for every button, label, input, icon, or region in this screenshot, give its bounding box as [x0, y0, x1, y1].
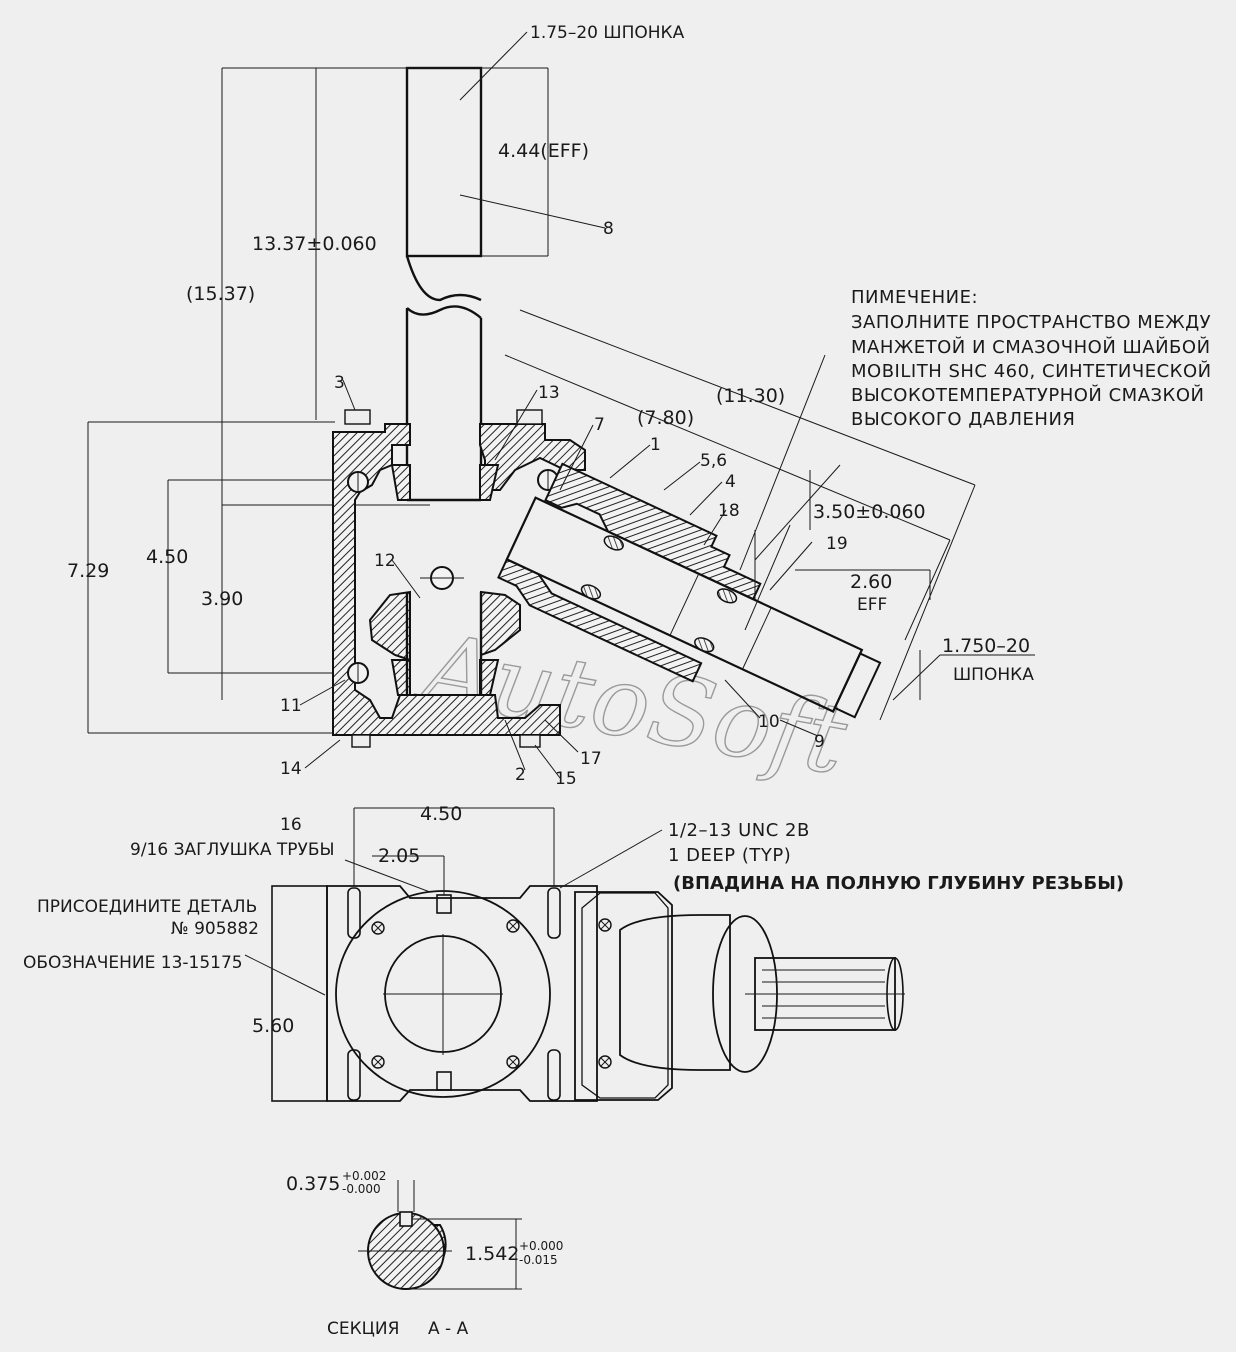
- label-dia-tol-dn: -0.015: [519, 1253, 558, 1267]
- label-dim-1337: 13.37±0.060: [252, 233, 377, 255]
- label-dim-1537: (15.37): [186, 283, 255, 305]
- inclined-housing: [497, 462, 882, 719]
- label-dim-205: 2.05: [378, 845, 420, 867]
- leader-lines: [299, 31, 819, 779]
- label-section-caption-2: A - A: [428, 1319, 469, 1339]
- label-dim-1130: (11.30): [716, 385, 785, 407]
- inclined-dimensions: [504, 309, 1035, 721]
- label-part12: 12: [374, 551, 396, 571]
- label-part16: 16: [280, 815, 302, 835]
- label-attach-2: № 905882: [171, 919, 259, 939]
- label-key-dim: 0.375: [286, 1173, 340, 1195]
- label-spline-top: 1.75–20 ШПОНКА: [530, 23, 685, 43]
- label-part19: 19: [826, 534, 848, 554]
- label-dim-560: 5.60: [252, 1015, 294, 1037]
- bevel-gear: [368, 590, 521, 695]
- label-designation: ОБОЗНАЧЕНИЕ 13-15175: [23, 953, 243, 973]
- note-line-6: ВЫСОКОГО ДАВЛЕНИЯ: [851, 409, 1075, 430]
- note-line-5: ВЫСОКОТЕМПЕРАТУРНОЙ СМАЗКОЙ: [851, 384, 1204, 406]
- label-part17: 17: [580, 749, 602, 769]
- label-dim-729: 7.29: [67, 560, 109, 582]
- label-section-caption-1: СЕКЦИЯ: [327, 1319, 399, 1339]
- label-dim-450: 4.50: [420, 803, 462, 825]
- label-part3: 3: [334, 373, 345, 393]
- label-key-tol-up: +0.002: [342, 1169, 386, 1183]
- label-thread-1: 1/2–13 UNC 2B: [668, 820, 810, 841]
- label-dim-450-v: 4.50: [146, 546, 188, 568]
- label-part7: 7: [594, 415, 605, 435]
- plan-dimensions: [244, 807, 663, 1101]
- label-key-tol-dn: -0.000: [342, 1182, 381, 1196]
- section-a-a: [358, 1180, 522, 1290]
- label-attach-1: ПРИСОЕДИНИТЕ ДЕТАЛЬ: [37, 897, 257, 917]
- label-pipe-plug: 9/16 ЗАГЛУШКА ТРУБЫ: [130, 840, 335, 860]
- label-part10: 10: [758, 712, 780, 732]
- note-line-3: МАНЖЕТОЙ И СМАЗОЧНОЙ ШАЙБОЙ: [851, 336, 1211, 358]
- vertical-bearings: [390, 464, 500, 696]
- label-part2: 2: [515, 765, 526, 785]
- label-part56: 5,6: [700, 451, 727, 471]
- label-eff-side: EFF: [857, 595, 887, 615]
- label-dim-390: 3.90: [201, 588, 243, 610]
- label-part14: 14: [280, 759, 302, 779]
- note-line-1: ПИМЕЧЕНИЕ:: [851, 287, 978, 308]
- label-part13: 13: [538, 383, 560, 403]
- plan-view: [271, 885, 905, 1102]
- label-spline-side-1: 1.750–20: [942, 635, 1030, 657]
- label-eff-top: 4.44(EFF): [498, 140, 589, 162]
- label-thread-2: 1 DEEP (TYP): [668, 845, 791, 866]
- label-part18: 18: [718, 501, 740, 521]
- label-part15: 15: [555, 769, 577, 789]
- vertical-dimensions: [87, 67, 430, 734]
- label-dim-260: 2.60: [850, 571, 892, 593]
- note-line-2: ЗАПОЛНИТЕ ПРОСТРАНСТВО МЕЖДУ: [851, 312, 1211, 333]
- callout-labels: 1.75–20 ШПОНКА 4.44(EFF) 8 13.37±0.060 (…: [67, 23, 1034, 789]
- label-thread-3: (ВПАДИНА НА ПОЛНУЮ ГЛУБИНУ РЕЗЬБЫ): [673, 873, 1124, 894]
- note-line-4: MOBILITH SHC 460, СИНТЕТИЧЕСКОЙ: [851, 360, 1212, 382]
- label-part1: 1: [650, 435, 661, 455]
- plan-view-labels: 16 4.50 9/16 ЗАГЛУШКА ТРУБЫ 2.05 1/2–13 …: [23, 803, 1124, 1037]
- label-part4: 4: [725, 472, 736, 492]
- label-dia-tol-up: +0.000: [519, 1239, 563, 1253]
- label-part9: 9: [814, 732, 825, 752]
- section-labels: 0.375 +0.002 -0.000 1.542 +0.000 -0.015 …: [286, 1169, 563, 1339]
- label-part11: 11: [280, 696, 302, 716]
- label-part8: 8: [603, 219, 614, 239]
- label-dia-dim: 1.542: [465, 1243, 519, 1265]
- label-dim-780: (7.80): [637, 407, 694, 429]
- label-spline-side-2: ШПОНКА: [953, 665, 1034, 685]
- label-dim-350: 3.50±0.060: [813, 501, 926, 523]
- lubrication-note: ПИМЕЧЕНИЕ: ЗАПОЛНИТЕ ПРОСТРАНСТВО МЕЖДУ …: [851, 287, 1212, 430]
